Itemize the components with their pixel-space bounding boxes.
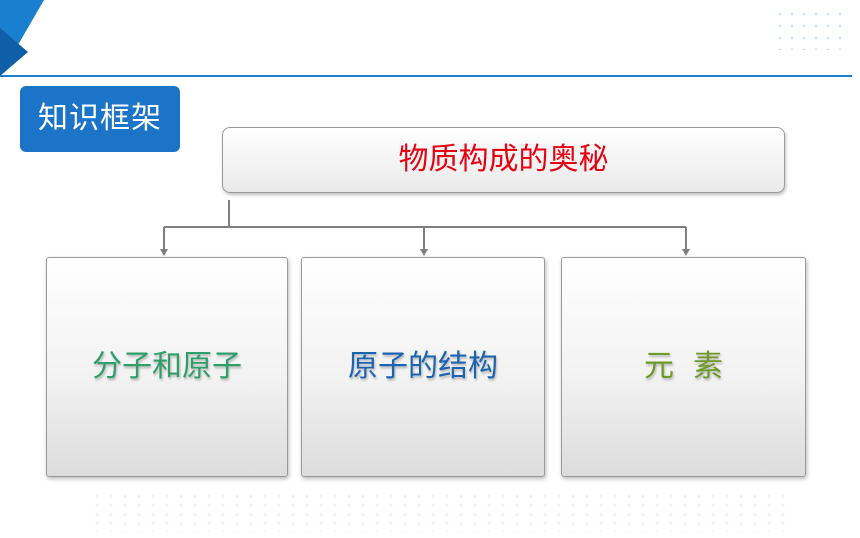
- arrowhead-3: [682, 249, 690, 256]
- child-node-elements: 元 素: [561, 257, 806, 477]
- corner-accent: [0, 28, 28, 76]
- header-divider: [0, 75, 852, 77]
- dot-pattern-decoration: [774, 8, 848, 50]
- arrowhead-2: [420, 249, 428, 256]
- arrowhead-1: [160, 249, 168, 256]
- root-node: 物质构成的奥秘: [222, 127, 785, 193]
- child-node-molecules-atoms: 分子和原子: [46, 257, 288, 477]
- child-node-atomic-structure: 原子的结构: [301, 257, 545, 477]
- section-badge: 知识框架: [20, 86, 180, 152]
- background-watermark: [90, 492, 790, 532]
